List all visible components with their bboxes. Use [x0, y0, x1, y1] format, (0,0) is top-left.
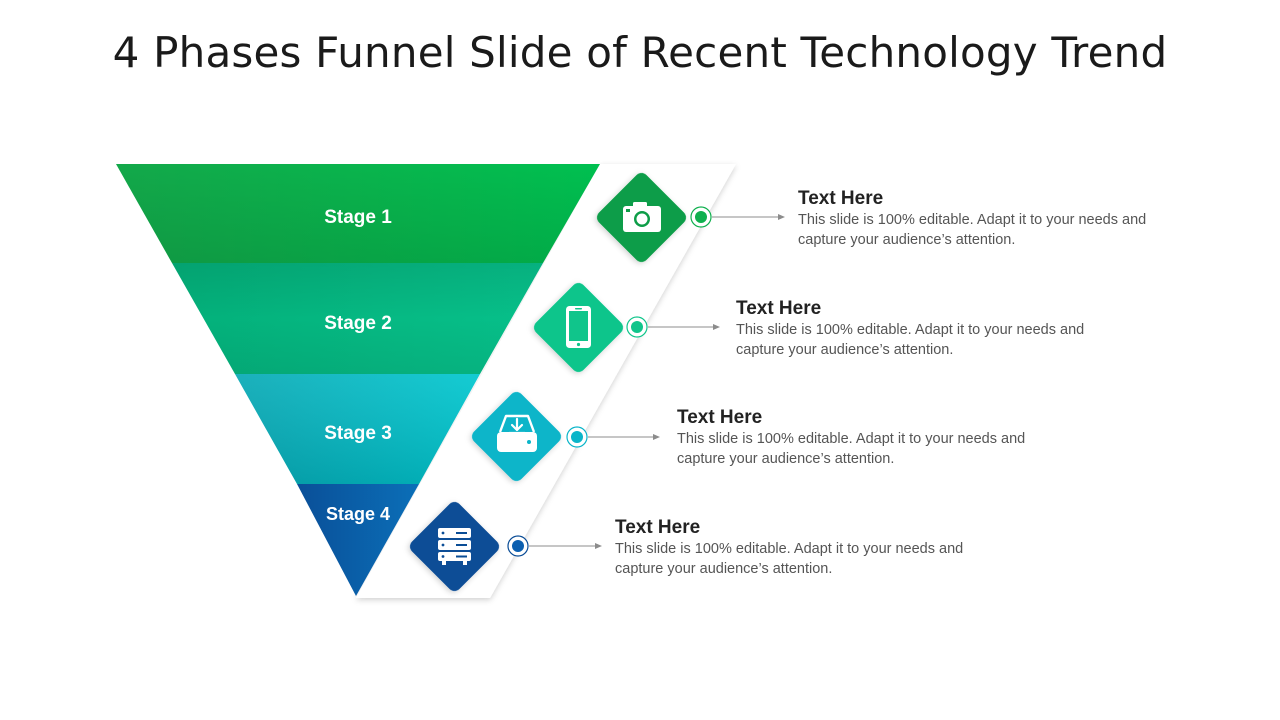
- camera-icon: [623, 202, 661, 232]
- slide-title: 4 Phases Funnel Slide of Recent Technolo…: [112, 28, 1168, 77]
- stage-2-diamond: [534, 283, 623, 372]
- funnel-stage-4: [297, 484, 419, 596]
- item-body: This slide is 100% editable. Adapt it to…: [615, 541, 964, 577]
- connector-2: [626, 316, 720, 338]
- funnel-stage-1: [116, 164, 600, 263]
- stage-label: Stage 3: [324, 423, 392, 444]
- item-heading: Text Here: [615, 517, 701, 538]
- stage-1-text-block: Text Here This slide is 100% editable. A…: [798, 188, 1178, 250]
- connector-4: [507, 535, 602, 557]
- funnel-stage-2: [172, 263, 543, 374]
- item-body: This slide is 100% editable. Adapt it to…: [798, 212, 1147, 248]
- stage-label: Stage 4: [326, 504, 390, 524]
- stage-1-diamond: [597, 173, 686, 262]
- item-heading: Text Here: [736, 298, 822, 319]
- smartphone-icon: [566, 306, 591, 348]
- connector-1: [690, 206, 785, 228]
- item-heading: Text Here: [677, 407, 763, 428]
- download-drive-icon: [497, 414, 537, 452]
- stage-2-text-block: Text Here This slide is 100% editable. A…: [736, 298, 1116, 360]
- connector-3: [566, 426, 660, 448]
- item-heading: Text Here: [798, 188, 884, 209]
- stage-label: Stage 2: [324, 313, 392, 334]
- stage-4-diamond: [410, 502, 499, 591]
- stage-label: Stage 1: [324, 207, 392, 228]
- server-icon: [438, 528, 471, 565]
- stage-3-diamond: [472, 392, 561, 481]
- funnel-stage-3: [235, 374, 480, 484]
- stage-3-text-block: Text Here This slide is 100% editable. A…: [677, 407, 1057, 469]
- item-body: This slide is 100% editable. Adapt it to…: [736, 322, 1085, 358]
- funnel-ribbon: [356, 164, 736, 598]
- stage-4-text-block: Text Here This slide is 100% editable. A…: [615, 517, 995, 579]
- item-body: This slide is 100% editable. Adapt it to…: [677, 431, 1026, 467]
